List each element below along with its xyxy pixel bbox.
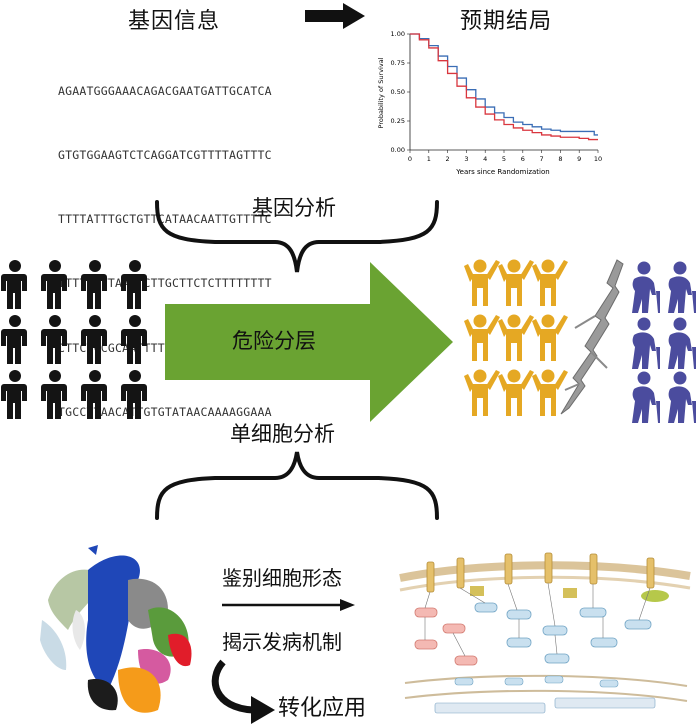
y-tick-label: 0.25	[391, 117, 405, 125]
sequence-line: TTTTGTTTAATTCTTGCTTCTCTTTTTTTT	[58, 276, 272, 291]
person-icon	[81, 315, 107, 364]
x-tick-label: 6	[521, 155, 525, 163]
cheering-person-icon	[532, 259, 568, 306]
sequence-line: TTTTATTTGCTGTTCATAACAATTGTTTTC	[58, 212, 272, 227]
elderly-person-icon	[632, 261, 660, 313]
x-tick-label: 5	[502, 155, 506, 163]
crack-divider	[560, 259, 624, 415]
cheering-person-icon	[532, 369, 568, 416]
curly-brace	[155, 200, 439, 273]
person-icon	[41, 315, 67, 364]
cheering-person-icon	[498, 314, 534, 361]
survival-chart: Probability of Survival 0 1 2 3 4 5 6 7 8 9 10 0.00…	[377, 30, 602, 176]
y-tick-label: 0.75	[391, 59, 405, 67]
reveal-pathogenesis-label: 揭示发病机制	[222, 630, 342, 654]
x-tick-label: 4	[483, 155, 487, 163]
x-tick-label: 2	[446, 155, 450, 163]
single-cell-analysis-label: 单细胞分析	[230, 422, 335, 446]
gene-analysis-label: 基因分析	[252, 196, 336, 220]
right-arrow-icon	[222, 599, 355, 611]
cheering-person-icon	[464, 314, 500, 361]
elderly-person-icon	[668, 371, 696, 423]
single-cell-cluster-map	[40, 545, 192, 713]
identify-cell-morphology-label: 鉴别细胞形态	[222, 566, 342, 590]
x-tick-label: 10	[594, 155, 602, 163]
y-axis-label: Probability of Survival	[377, 57, 385, 128]
x-tick-label: 9	[577, 155, 581, 163]
right-arrow-icon	[305, 3, 365, 29]
y-tick-label: 0.50	[391, 88, 405, 96]
x-tick-label: 0	[408, 155, 412, 163]
y-tick-label: 0.00	[391, 146, 405, 154]
person-icon	[81, 370, 107, 419]
translational-application-label: 转化应用	[278, 696, 367, 721]
elderly-person-icon	[632, 371, 660, 423]
survival-curve-1	[410, 33, 598, 136]
prognosis-title: 预期结局	[460, 9, 553, 34]
person-icon	[1, 315, 27, 364]
x-tick-label: 8	[558, 155, 562, 163]
elderly-person-icon	[668, 261, 696, 313]
elderly-person-icon	[632, 317, 660, 369]
curved-arrow-icon	[211, 659, 275, 724]
person-icon	[121, 315, 147, 364]
cheering-person-icon	[532, 314, 568, 361]
cheering-person-icon	[498, 369, 534, 416]
person-icon	[41, 370, 67, 419]
x-tick-label: 7	[540, 155, 544, 163]
sequence-line: AGAATGGGAAACAGACGAATGATTGCATCA	[58, 83, 272, 98]
cheering-person-icon	[464, 369, 500, 416]
gene-info-title: 基因信息	[128, 9, 221, 34]
person-icon	[121, 370, 147, 419]
sequence-line: TGCCTTAACATTGTGTATAACAAAAGGAAA	[58, 404, 272, 419]
survival-curve-2	[410, 33, 598, 141]
sequence-line: GTGTGGAAGTCTCAGGATCGTTTTAGTTTC	[58, 148, 272, 163]
y-tick-label: 1.00	[391, 30, 405, 38]
high-risk-group	[632, 261, 696, 423]
signaling-pathway-diagram	[399, 552, 691, 714]
person-icon	[121, 260, 147, 309]
elderly-person-icon	[668, 317, 696, 369]
curly-brace	[155, 451, 439, 520]
cheering-person-icon	[464, 259, 500, 306]
low-risk-group	[464, 259, 568, 416]
patient-group	[1, 260, 147, 419]
cheering-person-icon	[498, 259, 534, 306]
person-icon	[1, 370, 27, 419]
x-axis-label: Years since Randomization	[455, 168, 549, 176]
risk-stratification-label: 危险分层	[232, 329, 316, 353]
x-tick-label: 1	[427, 155, 431, 163]
risk-stratification-arrow	[165, 262, 453, 422]
person-icon	[1, 260, 27, 309]
x-tick-label: 3	[464, 155, 468, 163]
person-icon	[81, 260, 107, 309]
person-icon	[41, 260, 67, 309]
